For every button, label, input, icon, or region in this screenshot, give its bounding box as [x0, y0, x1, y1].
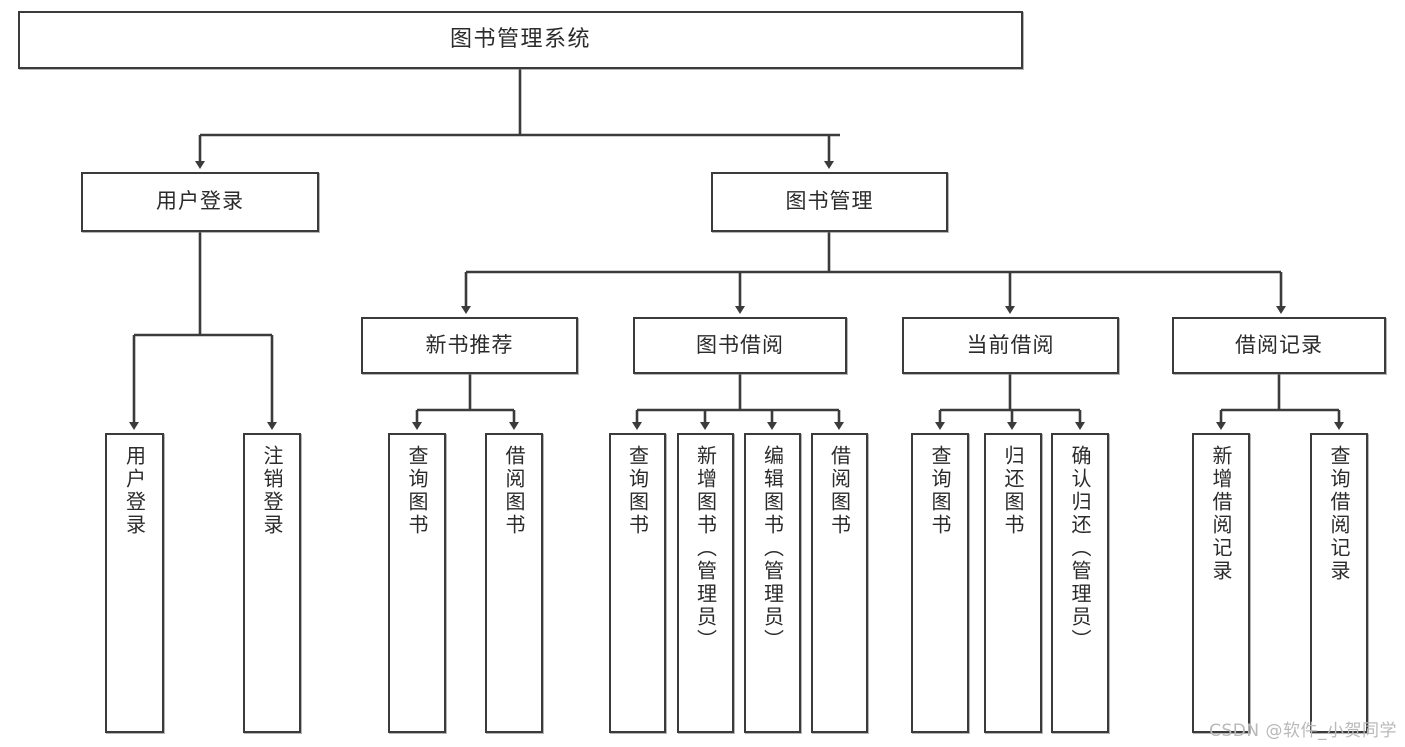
node-new-book-rec[interactable]: 新书推荐 [361, 317, 578, 374]
node-label: 查询图书 [405, 445, 429, 537]
leaf-query-record[interactable]: 查询借阅记录 [1310, 433, 1368, 733]
leaf-edit-book[interactable]: 编辑图书（管理员） [744, 433, 801, 733]
leaf-user-login[interactable]: 用户登录 [105, 433, 164, 733]
node-user-login[interactable]: 用户登录 [81, 172, 319, 232]
node-label: 图书借阅 [696, 332, 784, 357]
node-label: 用户登录 [122, 445, 147, 537]
node-label: 借阅图书 [827, 445, 852, 537]
leaf-query-book-3[interactable]: 查询图书 [911, 433, 969, 733]
leaf-query-book-2[interactable]: 查询图书 [609, 433, 666, 733]
node-label: 借阅记录 [1235, 332, 1323, 357]
node-label: 查询图书 [625, 445, 650, 537]
node-label: 确认归还（管理员） [1068, 445, 1092, 652]
node-book-borrow[interactable]: 图书借阅 [633, 317, 847, 374]
node-label: 新增图书（管理员） [693, 445, 718, 652]
leaf-borrow-book-1[interactable]: 借阅图书 [485, 433, 543, 733]
leaf-confirm-return[interactable]: 确认归还（管理员） [1051, 433, 1109, 733]
node-label: 编辑图书（管理员） [760, 445, 785, 652]
leaf-logout[interactable]: 注销登录 [243, 433, 301, 733]
node-label: 用户登录 [156, 189, 244, 214]
node-current-borrow[interactable]: 当前借阅 [902, 317, 1119, 374]
node-label: 归还图书 [1001, 445, 1025, 537]
node-label: 图书管理 [785, 189, 874, 214]
leaf-borrow-book-2[interactable]: 借阅图书 [811, 433, 868, 733]
leaf-query-book-1[interactable]: 查询图书 [388, 433, 446, 733]
watermark-text: CSDN @软件_小贺同学 [1209, 721, 1397, 741]
node-borrow-record[interactable]: 借阅记录 [1172, 317, 1386, 374]
node-label: 新增借阅记录 [1209, 445, 1233, 583]
node-label: 新书推荐 [425, 332, 514, 357]
leaf-add-book[interactable]: 新增图书（管理员） [677, 433, 734, 733]
node-root[interactable]: 图书管理系统 [18, 11, 1023, 69]
node-label: 查询借阅记录 [1327, 445, 1351, 583]
leaf-add-record[interactable]: 新增借阅记录 [1192, 433, 1250, 733]
node-label: 图书管理系统 [449, 26, 591, 52]
node-label: 注销登录 [260, 445, 284, 537]
node-label: 当前借阅 [966, 332, 1055, 357]
node-label: 查询图书 [928, 445, 952, 537]
leaf-return-book[interactable]: 归还图书 [984, 433, 1042, 733]
node-label: 借阅图书 [502, 445, 526, 537]
node-book-manage[interactable]: 图书管理 [711, 172, 948, 232]
